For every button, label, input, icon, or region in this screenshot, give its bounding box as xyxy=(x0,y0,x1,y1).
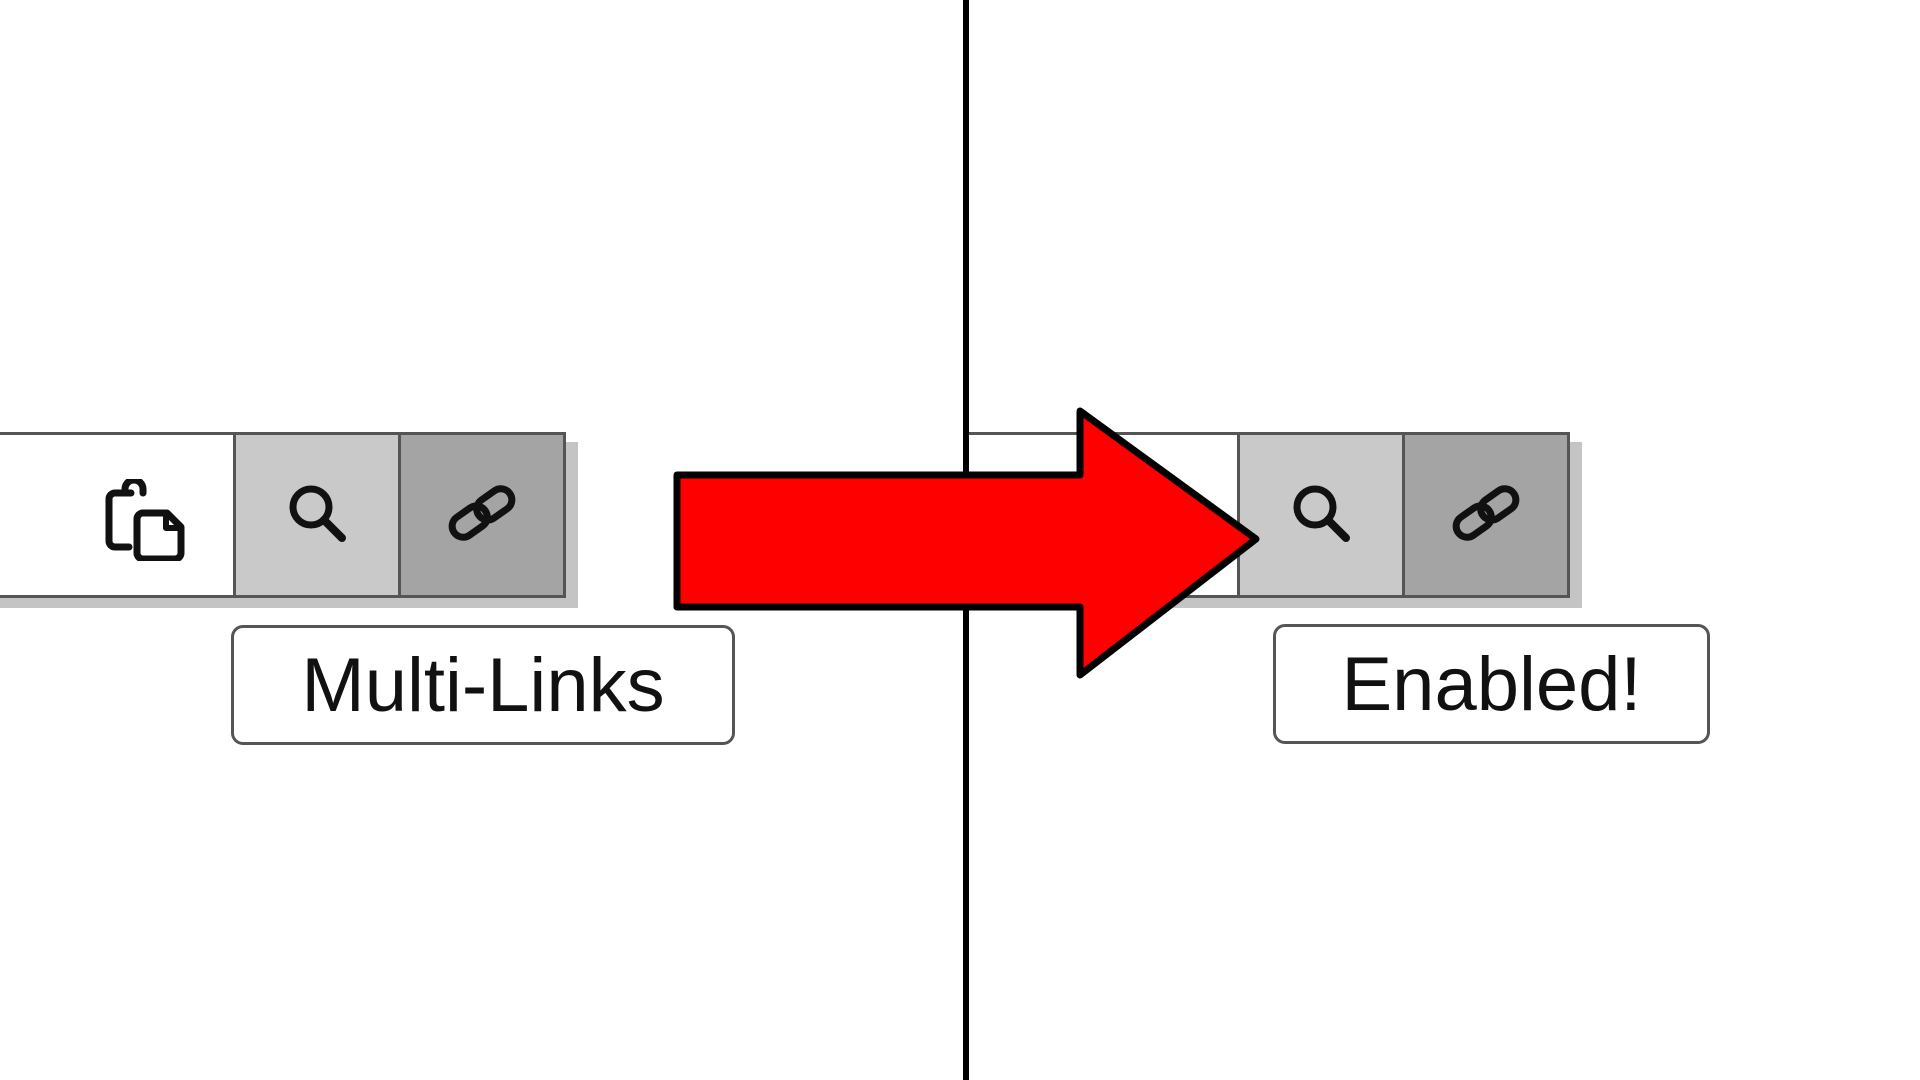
search-button[interactable] xyxy=(1237,435,1402,595)
link-icon xyxy=(444,483,520,548)
multi-links-button[interactable] xyxy=(1402,435,1567,595)
search-toolbar xyxy=(969,432,1570,598)
link-icon xyxy=(1448,483,1524,548)
search-input[interactable] xyxy=(0,435,233,595)
before-panel: Multi-Links xyxy=(0,432,735,745)
search-icon xyxy=(1288,480,1354,551)
search-input[interactable] xyxy=(969,435,1237,595)
after-panel: Enabled! xyxy=(969,0,1920,1080)
search-icon xyxy=(284,480,350,551)
search-toolbar xyxy=(0,432,566,598)
paste-icon[interactable] xyxy=(103,476,193,566)
tooltip: Multi-Links xyxy=(231,625,735,745)
tooltip: Enabled! xyxy=(1273,624,1710,744)
search-button[interactable] xyxy=(233,435,398,595)
multi-links-button[interactable] xyxy=(398,435,563,595)
